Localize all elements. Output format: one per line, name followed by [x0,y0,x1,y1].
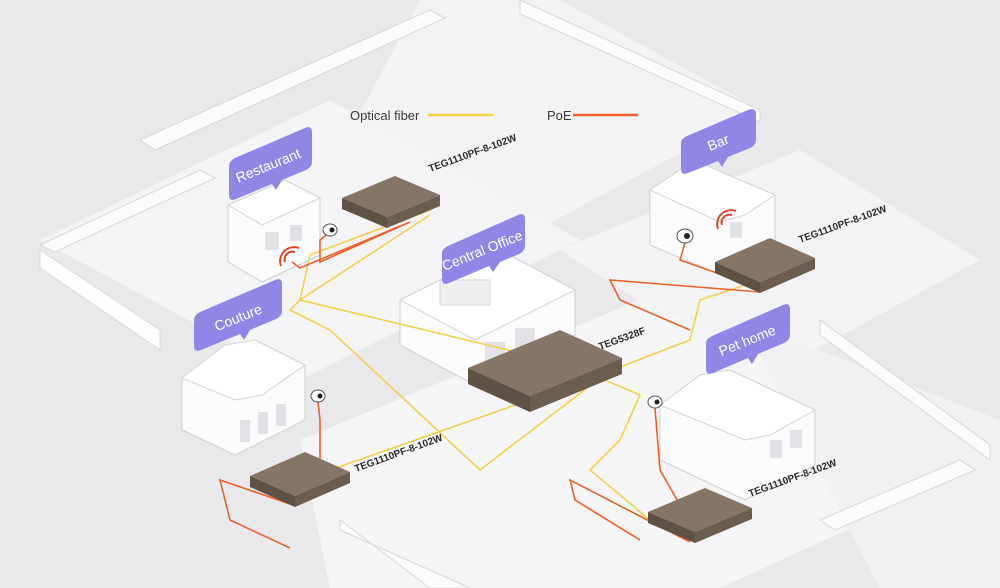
site-switch-pet-home [648,488,752,543]
fiber-cable [288,214,601,472]
camera-icon [310,389,326,403]
restaurant-building [226,179,322,283]
camera-icon [322,223,338,237]
site-switch-bar [715,238,815,293]
wifi-icon [716,209,737,230]
tag-bar: Bar [681,109,756,174]
pet-home-building [658,369,817,501]
core-switch [468,330,622,412]
poe-cable [319,221,411,264]
site-switch-restaurant [342,176,440,228]
wifi-icon [279,246,300,267]
site-switch-couture [250,452,350,507]
couture-building [181,339,306,456]
camera-icon [676,228,694,244]
bar-building [648,164,777,276]
camera-icon [647,395,663,409]
poe-cable [218,478,291,549]
tag-bar-label: Bar [705,131,732,154]
legend-fiber-label: Optical fiber [350,108,420,123]
poe-cable [291,225,401,269]
poe-cable [568,478,691,543]
legend-poe-label: PoE [547,108,572,123]
tag-couture: Couture [194,279,282,351]
fiber-cable [588,377,651,521]
poe-cable [608,279,761,331]
legend: Optical fiber PoE [350,108,638,123]
